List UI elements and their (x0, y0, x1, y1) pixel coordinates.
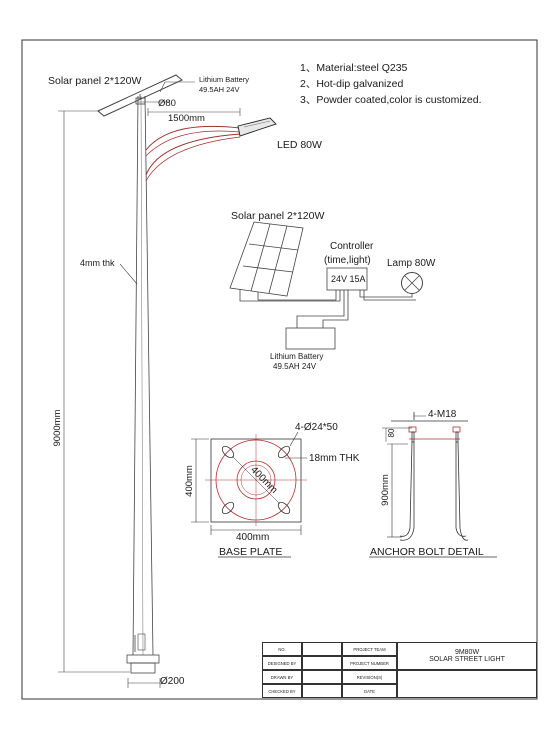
wiring-controller-label-1: Controller (330, 241, 374, 252)
anchor-bolt-drawing (369, 412, 497, 558)
wiring-controller-label-2: (time,light) (324, 255, 371, 266)
pole-arm-length: 1500mm (168, 113, 205, 124)
pole-led-label: LED 80W (277, 139, 322, 151)
sheet-border (21, 39, 538, 700)
tb-drawn-by: DRAWN BY (262, 670, 302, 684)
pole-thickness: 4mm thk (80, 258, 115, 268)
tb-blank (302, 642, 342, 656)
tb-date: DATE (342, 684, 397, 698)
tb-title-code: 9M80W (454, 649, 480, 656)
pole-elevation (97, 74, 277, 674)
pole-top-dia: Ø80 (158, 98, 176, 109)
note-item: 1、Material:steel Q235 (300, 62, 408, 74)
note-item: 3、Powder coated,color is customized. (300, 94, 482, 106)
tb-blank (302, 670, 342, 684)
tb-project-team: PROJECT TEAM (342, 642, 397, 656)
pole-solar-label: Solar panel 2*120W (48, 75, 141, 87)
tb-project-number: PROJECT NUMBER (342, 656, 397, 670)
general-notes: 1、Material:steel Q235 2、Hot-dip galvaniz… (300, 60, 550, 108)
wiring-diagram (229, 221, 423, 350)
tb-designed-by: DESIGNED BY (262, 656, 302, 670)
base-plate-thickness: 18mm THK (309, 453, 360, 464)
tb-blank (397, 670, 537, 698)
wiring-battery-label-2: 49.5AH 24V (273, 362, 317, 371)
tb-title-name: SOLAR STREET LIGHT (429, 656, 505, 663)
pole-height: 9000mm (52, 409, 63, 446)
base-plate-drawing (191, 431, 307, 558)
base-plate-caption: BASE PLATE (219, 546, 282, 558)
title-block: NO. PROJECT TEAM DESIGNED BY PROJECT NUM… (262, 642, 537, 698)
note-item: 2、Hot-dip galvanized (300, 78, 404, 90)
tb-blank (302, 684, 342, 698)
tb-blank (302, 656, 342, 670)
tb-no: NO. (262, 642, 302, 656)
pole-battery-label-1: Lithium Battery (199, 75, 249, 84)
anchor-length: 900mm (380, 474, 391, 506)
base-plate-holes: 4-Ø24*50 (295, 422, 338, 433)
base-plate-width: 400mm (236, 532, 269, 543)
pole-bottom-dia: Ø200 (160, 676, 185, 687)
anchor-caption: ANCHOR BOLT DETAIL (370, 546, 484, 558)
pole-battery-label-2: 49.5AH 24V (199, 85, 239, 94)
wiring-solar-label: Solar panel 2*120W (231, 210, 324, 222)
tb-revision: REVISION(S) (342, 670, 397, 684)
base-plate-height: 400mm (184, 465, 195, 497)
wiring-battery-label-1: Lithium Battery (270, 352, 323, 361)
wiring-controller-box-label: 24V 15A (331, 274, 366, 284)
anchor-thread-length: 80 (387, 428, 396, 437)
anchor-bolts-label: 4-M18 (428, 409, 457, 420)
wiring-lamp-label: Lamp 80W (387, 258, 436, 269)
pole-dimensions (58, 81, 241, 688)
tb-checked-by: CHECKED BY (262, 684, 302, 698)
tb-drawing-title: 9M80W SOLAR STREET LIGHT (397, 642, 537, 670)
